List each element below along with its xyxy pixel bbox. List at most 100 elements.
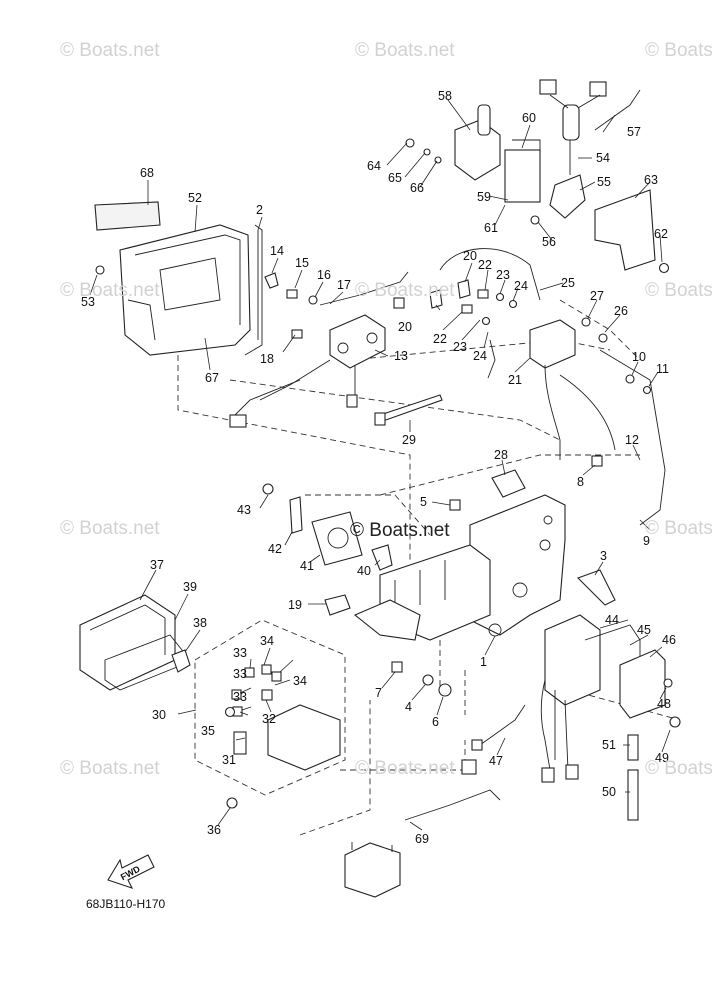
label-part-58: 58 (438, 89, 452, 103)
label-part-46: 46 (662, 633, 676, 647)
label-part-55: 55 (597, 175, 611, 189)
label-part-33c: 33 (233, 690, 247, 704)
watermark: © Boats.net (355, 40, 455, 61)
label-part-39: 39 (183, 580, 197, 594)
label-part-29: 29 (402, 433, 416, 447)
fwd-arrow-icon (107, 854, 155, 889)
watermark: © Boats.net (60, 518, 160, 539)
label-part-64: 64 (367, 159, 381, 173)
label-part-44: 44 (605, 613, 619, 627)
part-50-rod (627, 769, 639, 821)
part-19-holder (353, 599, 421, 641)
part-13-rectifier (229, 314, 386, 428)
label-part-22a: 22 (478, 258, 492, 272)
label-part-59: 59 (477, 190, 491, 204)
part-68-plate (94, 201, 161, 231)
label-part-15: 15 (295, 256, 309, 270)
label-part-57: 57 (627, 125, 641, 139)
label-part-1: 1 (480, 655, 487, 669)
label-part-61: 61 (484, 221, 498, 235)
label-part-63: 63 (644, 173, 658, 187)
part-19-clip (324, 594, 351, 616)
label-part-31: 31 (222, 753, 236, 767)
label-part-10: 10 (632, 350, 646, 364)
diagram-code: 68JB110-H170 (86, 897, 166, 911)
label-part-33b: 33 (233, 667, 247, 681)
label-part-66: 66 (410, 181, 424, 195)
watermark: © Boats.net (60, 758, 160, 779)
label-part-16: 16 (317, 268, 331, 282)
part-labels: 1 2 3 4 5 6 7 8 9 10 11 12 13 14 15 16 1… (81, 89, 676, 846)
part-44-cdi (540, 614, 666, 783)
label-part-53: 53 (81, 295, 95, 309)
label-part-14: 14 (270, 244, 284, 258)
label-part-69: 69 (415, 832, 429, 846)
part-47-lead (479, 704, 526, 746)
reference-lines (177, 299, 681, 836)
label-part-41: 41 (300, 559, 314, 573)
label-part-23b: 23 (453, 340, 467, 354)
label-part-26: 26 (614, 304, 628, 318)
label-part-24b: 24 (473, 349, 487, 363)
label-part-20a: 20 (463, 249, 477, 263)
label-part-34b: 34 (293, 674, 307, 688)
label-part-45: 45 (637, 623, 651, 637)
label-part-20b: 20 (398, 320, 412, 334)
label-part-52: 52 (188, 191, 202, 205)
label-part-38: 38 (193, 616, 207, 630)
label-part-47: 47 (489, 754, 503, 768)
label-part-62: 62 (654, 227, 668, 241)
watermark: © Boats.net (645, 758, 714, 779)
label-part-34a: 34 (260, 634, 274, 648)
label-part-27: 27 (590, 289, 604, 303)
watermark: © Boats.net (60, 40, 160, 61)
battery (344, 842, 401, 898)
label-part-7: 7 (375, 686, 382, 700)
label-part-23a: 23 (496, 268, 510, 282)
part-17-lead (319, 271, 409, 306)
watermark: © Boats.net (645, 280, 714, 301)
part-54-plug-cap (539, 79, 641, 219)
relay-box-outline (194, 619, 346, 796)
part-58-coil (454, 104, 541, 203)
part-40-clamp (371, 544, 393, 571)
label-part-35: 35 (201, 724, 215, 738)
label-part-5: 5 (420, 495, 427, 509)
label-part-22b: 22 (433, 332, 447, 346)
part-37-cover (79, 594, 176, 691)
label-part-17: 17 (337, 278, 351, 292)
part-52-cover (119, 224, 251, 356)
label-part-11: 11 (656, 362, 669, 376)
label-part-13: 13 (394, 349, 408, 363)
part-3-bolt (577, 569, 616, 606)
part-17-connector (393, 297, 405, 309)
watermark: © Boats.net (60, 280, 160, 301)
watermark: © Boats.net (645, 518, 714, 539)
label-part-60: 60 (522, 111, 536, 125)
label-part-65: 65 (388, 171, 402, 185)
label-part-33a: 33 (233, 646, 247, 660)
part-24-lead (487, 339, 496, 379)
watermark: © Boats.net (355, 758, 455, 779)
label-part-12: 12 (625, 433, 639, 447)
label-part-25: 25 (561, 276, 575, 290)
label-part-32: 32 (262, 712, 276, 726)
label-part-68: 68 (140, 166, 154, 180)
label-part-43: 43 (237, 503, 251, 517)
label-part-9: 9 (643, 534, 650, 548)
part-32-relay-block (267, 704, 341, 771)
label-part-42: 42 (268, 542, 282, 556)
label-part-40: 40 (357, 564, 371, 578)
part-42-plate (289, 496, 303, 534)
label-part-30: 30 (152, 708, 166, 722)
part-51-rod (627, 734, 639, 761)
part-63-bracket (594, 189, 656, 271)
label-part-51: 51 (602, 738, 616, 752)
center-watermark: © Boats.net (350, 520, 450, 541)
label-part-49: 49 (655, 751, 669, 765)
hardware (95, 138, 681, 809)
label-part-36: 36 (207, 823, 221, 837)
watermark: © Boats.net (355, 280, 455, 301)
label-part-37: 37 (150, 558, 164, 572)
